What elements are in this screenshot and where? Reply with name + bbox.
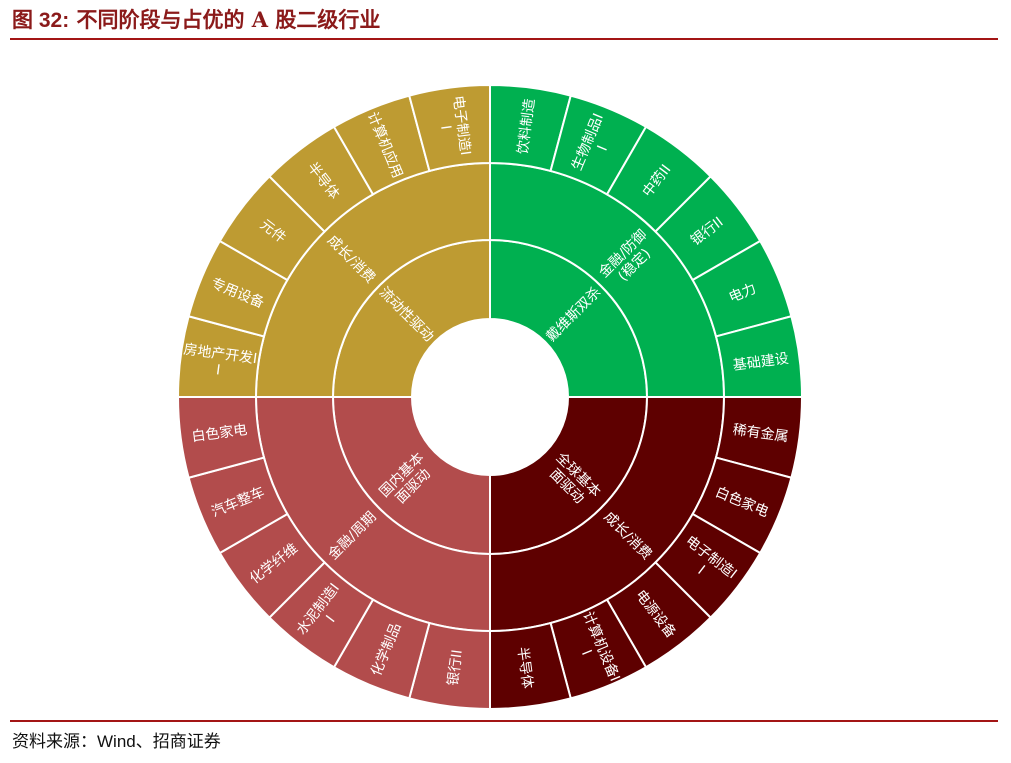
industry-label: 银行II	[445, 649, 466, 687]
industry-label: 饮料制造	[515, 98, 538, 156]
source-text: Wind、招商证券	[97, 732, 221, 751]
industry-label: 半导体	[514, 646, 535, 690]
source-divider	[10, 720, 998, 722]
title-divider	[10, 38, 998, 40]
figure-title: 图 32: 不同阶段与占优的 A 股二级行业	[12, 4, 380, 36]
figure-title-text: 不同阶段与占优的 A 股二级行业	[76, 7, 381, 32]
industry-segment	[714, 315, 804, 398]
industry-label: 稀有金属	[732, 422, 790, 445]
industry-label: 电子制造II	[434, 95, 474, 159]
figure-label: 图 32:	[12, 9, 70, 32]
source-note: 资料来源：Wind、招商证券	[12, 728, 221, 756]
source-label: 资料来源：	[12, 732, 97, 752]
sunburst-segments	[176, 83, 804, 711]
